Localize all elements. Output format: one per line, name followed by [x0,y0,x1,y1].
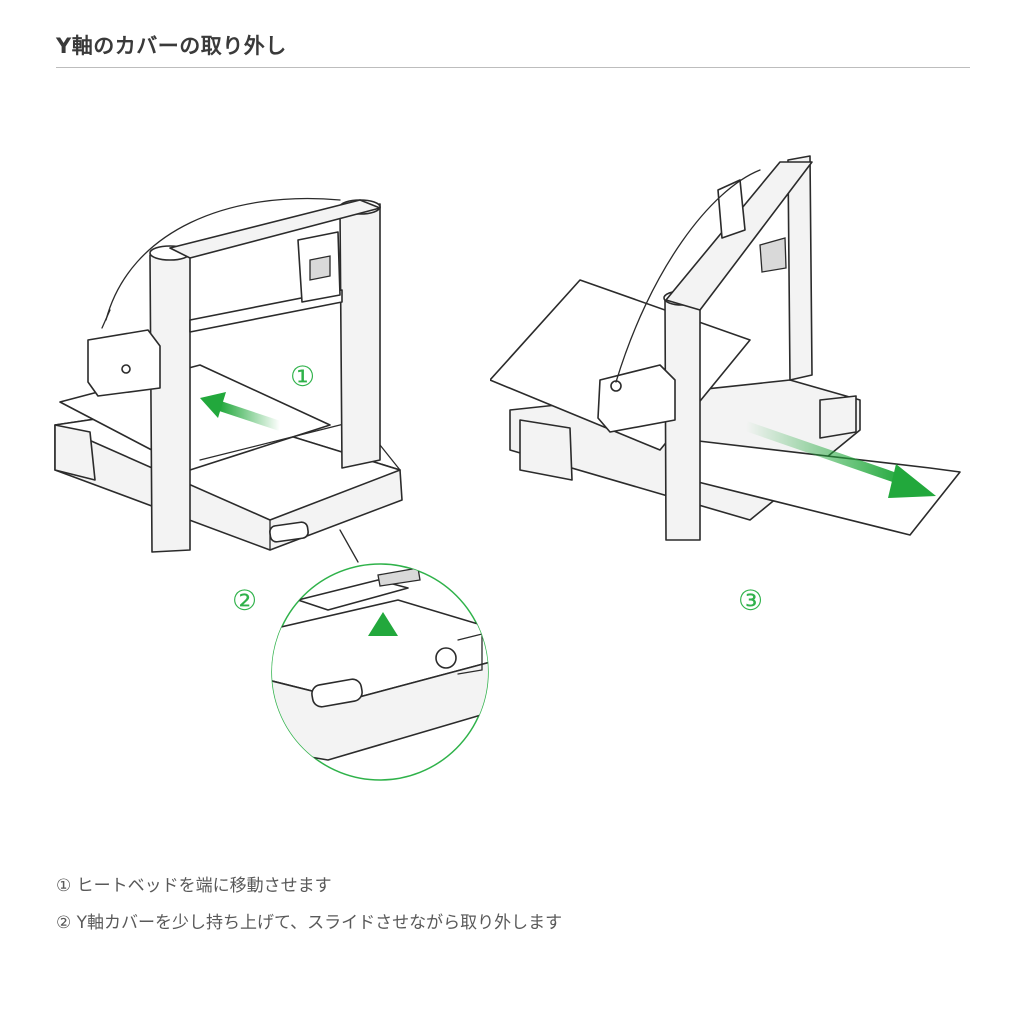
zoom-detail-icon [271,563,489,781]
3d-printer-icon [54,197,403,563]
instruction-list: ① ヒートベッドを端に移動させます ② Y軸カバーを少し持ち上げて、スライドさせ… [56,874,562,948]
step-label-3: ③ [738,584,764,617]
title-divider [56,67,970,68]
instruction-step-1: ① ヒートベッドを端に移動させます [56,876,332,896]
step-label-1: ① [290,360,316,393]
arrow-right-icon [744,421,936,498]
instruction-step-2: ② Y軸カバーを少し持ち上げて、スライドさせながら取り外します [56,913,563,933]
arrow-up-icon [368,612,398,670]
page-title: Y軸のカバーの取り外し [56,34,287,58]
arrow-left-icon [200,392,282,431]
step-label-2: ② [232,584,258,617]
3d-printer-icon [490,155,961,541]
